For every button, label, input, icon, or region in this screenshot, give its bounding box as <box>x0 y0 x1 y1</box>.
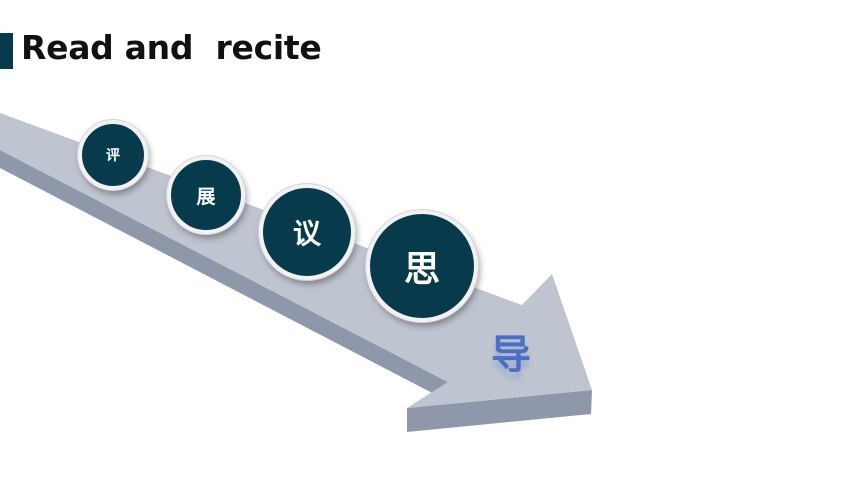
step-circle-ping: 评 <box>78 120 148 190</box>
arrow-label-dao: 导 <box>491 332 531 378</box>
arrow-head-side <box>407 390 592 432</box>
arrow-shaft-side <box>0 150 448 396</box>
step-circle-zhan: 展 <box>167 156 245 234</box>
title-accent-bar <box>0 33 13 69</box>
slide-title: Read and recite <box>21 28 322 67</box>
step-circle-yi: 议 <box>259 184 355 280</box>
step-circle-si: 思 <box>366 210 478 322</box>
